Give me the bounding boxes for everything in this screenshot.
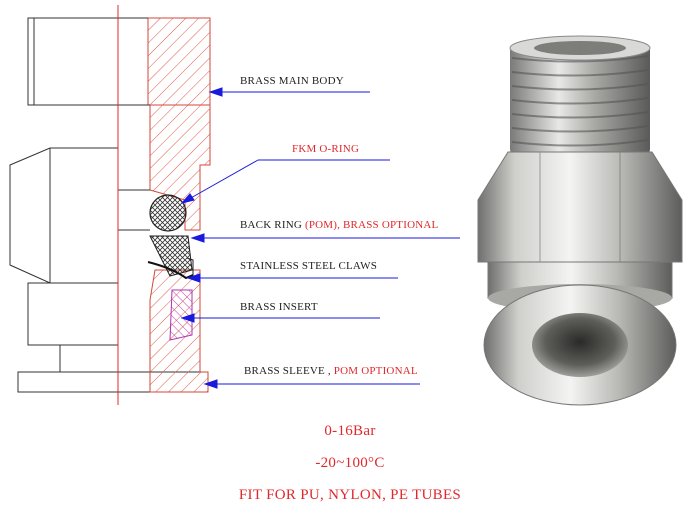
spec-temperature: -20~100°C (315, 455, 385, 471)
section-view (9, 17, 211, 393)
stem-outline (27, 282, 119, 346)
leader-lines (180, 87, 460, 389)
label-sleeve: BRASS SLEEVE , POM OPTIONAL (244, 365, 418, 377)
main-body-lower-section (149, 104, 211, 231)
spec-fit: FIT FOR PU, NYLON, PE TUBES (238, 487, 462, 503)
label-back-ring: BACK RING (POM), BRASS OPTIONAL (240, 219, 439, 231)
hex-body-outline (9, 147, 119, 284)
label-insert: BRASS INSERT (240, 301, 318, 313)
collar-outline (59, 344, 119, 373)
fitting-photo (477, 35, 683, 406)
label-oring: FKM O-RING (292, 143, 360, 155)
brass-insert-section (169, 289, 193, 341)
label-main-body: BRASS MAIN BODY (240, 75, 344, 87)
o-ring (149, 194, 187, 232)
main-body-section (147, 17, 211, 106)
back-ring (149, 235, 193, 277)
spec-pressure: 0-16Bar (324, 423, 376, 439)
label-claws: STAINLESS STEEL CLAWS (240, 260, 378, 272)
steel-claw (147, 261, 194, 280)
thread-outline (27, 17, 119, 106)
